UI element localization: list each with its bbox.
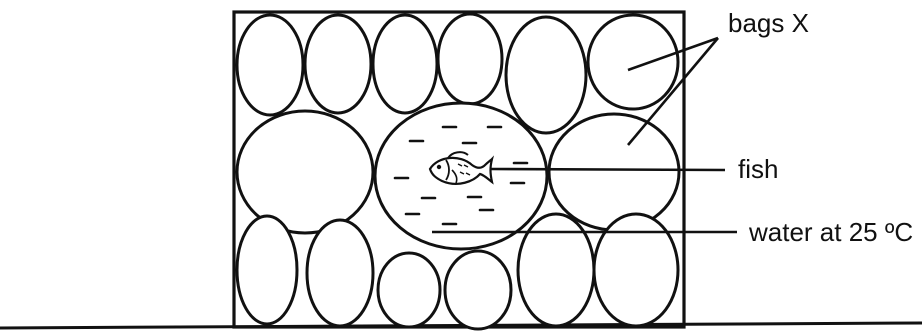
bag-bottom-4	[445, 251, 511, 329]
bag-middle-right	[549, 114, 679, 230]
label-water: water at 25 ºC	[748, 217, 913, 247]
bag-bottom-1	[237, 216, 297, 324]
fish-bag	[375, 103, 547, 249]
label-bags-x: bags X	[728, 8, 809, 38]
leader-fish	[490, 169, 725, 170]
bag-middle-left	[237, 111, 373, 233]
label-fish: fish	[738, 154, 778, 184]
bag-top-6	[588, 15, 678, 109]
bag-top-4	[438, 14, 502, 104]
bag-bottom-3	[378, 253, 440, 327]
bag-top-2	[305, 15, 371, 113]
bag-bottom-2	[307, 220, 373, 326]
bag-top-1	[237, 15, 303, 115]
bag-top-3	[373, 15, 437, 113]
bag-top-5	[506, 17, 586, 133]
